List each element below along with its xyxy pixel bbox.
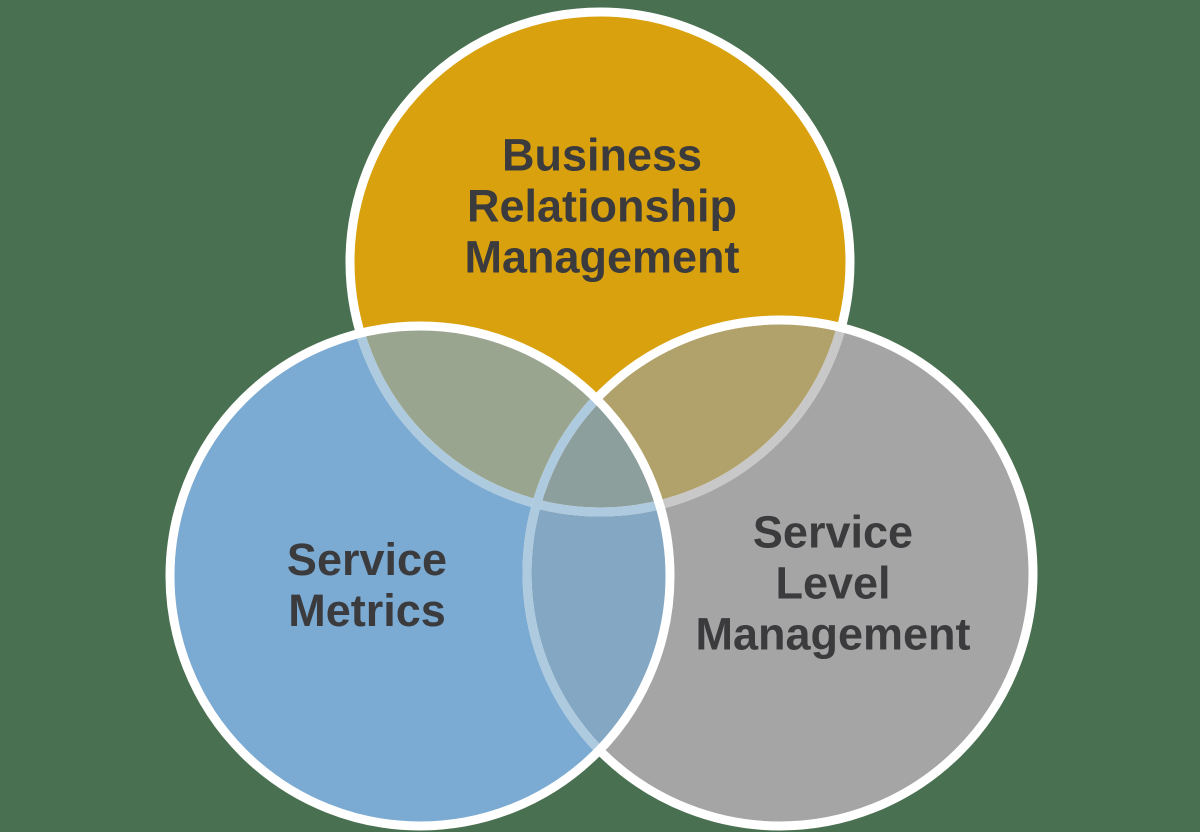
slm-border-inside-sm (522, 326, 670, 826)
brm-border-inside-sm (345, 326, 670, 517)
sm-circle-border (165, 321, 675, 831)
overlap-brm-sm (350, 326, 670, 512)
overlap-brm-slm (527, 320, 850, 512)
